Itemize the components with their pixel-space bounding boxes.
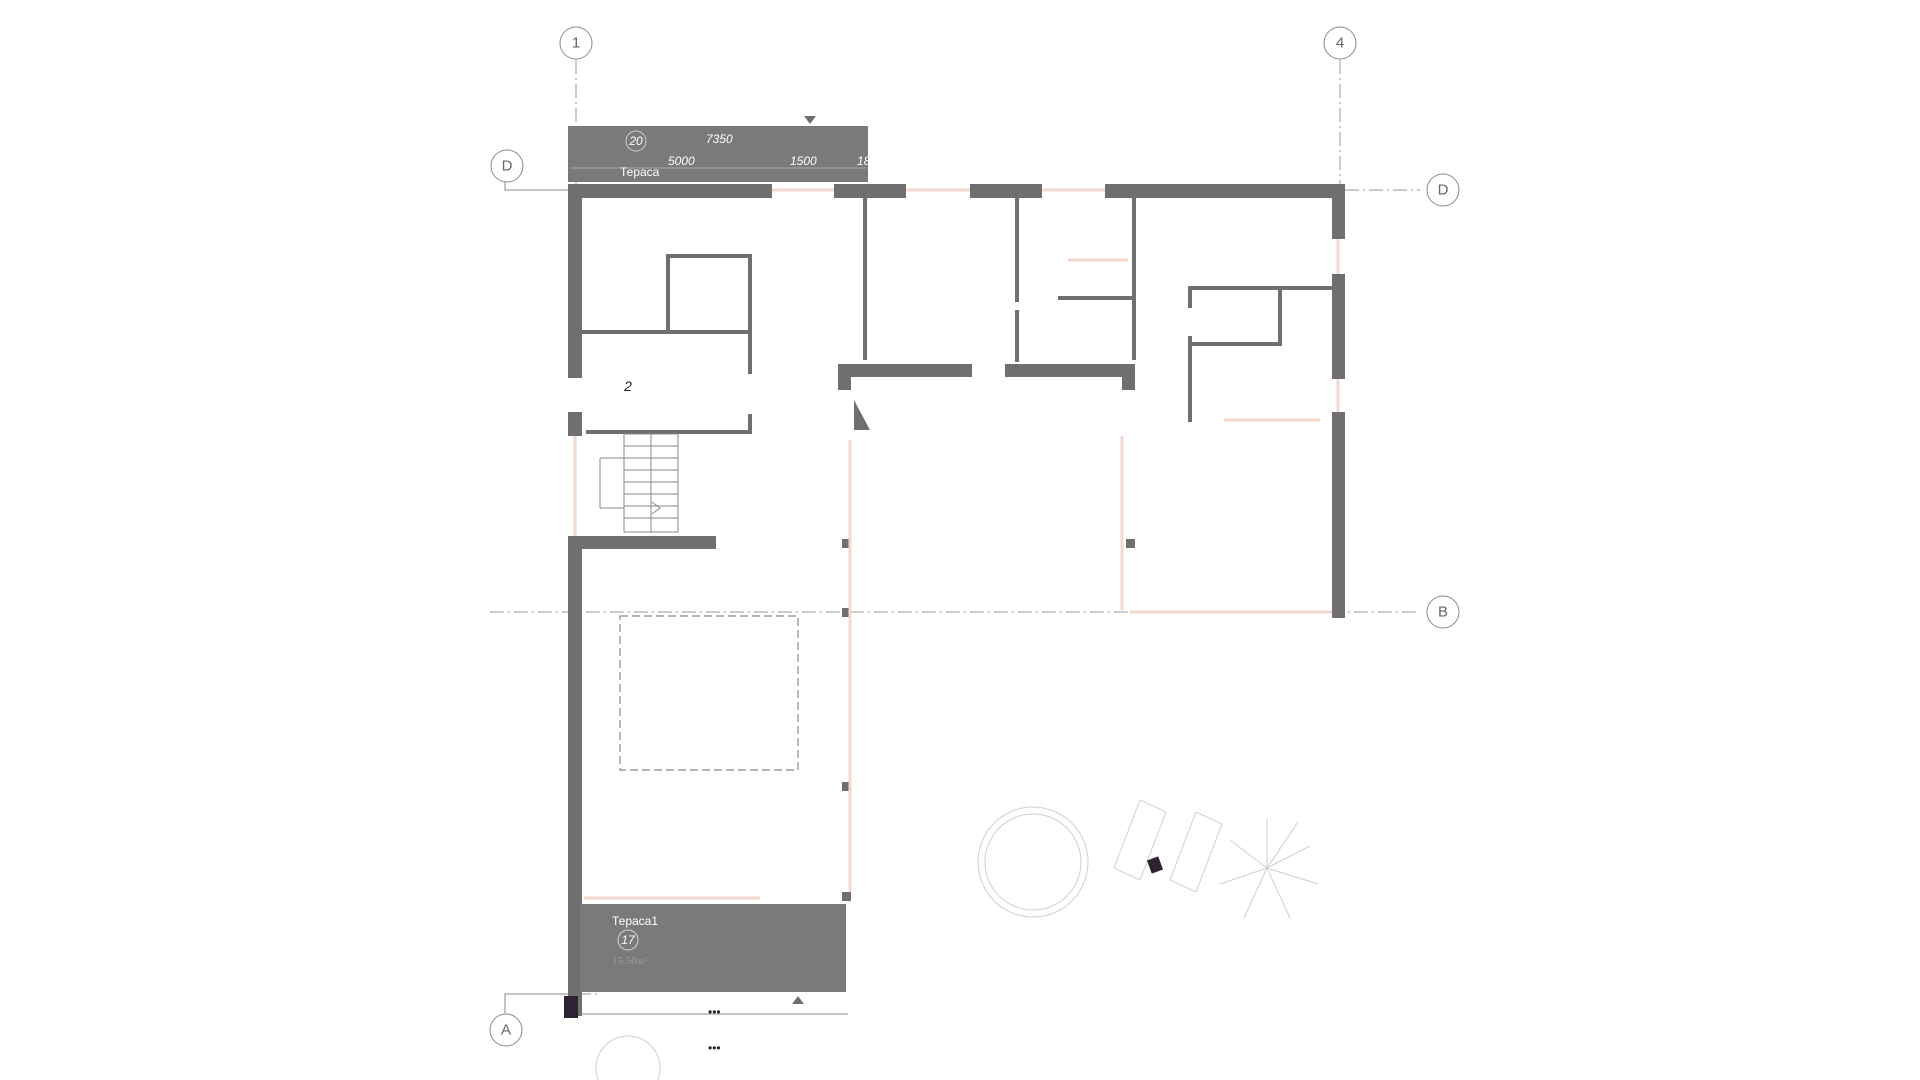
bottom-terrace-fill [580,904,846,992]
partition-room-2-bottom [586,430,752,434]
wall-top-right [1105,184,1345,198]
dimension-18: 18 [857,154,871,168]
column-3 [842,782,851,791]
tree-inner-icon [984,813,1082,911]
wall-right-1 [1332,184,1345,239]
partition-wc-right [748,254,752,374]
dimension-total: 7350 [706,132,733,146]
grid-bubble-col-4 [1323,26,1357,60]
column-2 [842,608,851,617]
entry-wedge [854,400,870,430]
corner-mark [564,996,578,1018]
partition-right-shelf [1192,342,1282,346]
object-marker [1146,856,1164,874]
column-1 [842,539,851,548]
room-20-number: 20 [628,134,643,148]
partition-right-top [1188,286,1332,290]
room-17-bubble [617,929,639,951]
wall-core-stub-right [1122,364,1135,390]
tree-circle-icon [977,806,1089,918]
partition-room-2-stub [748,414,752,434]
level-marker-icon [804,116,816,124]
room-2-number: 2 [623,378,632,394]
interior-partitions [582,198,1332,434]
grid-bubble-row-d-left [490,149,524,183]
wall-right-2 [1332,274,1345,379]
wall-stair-bottom [568,536,716,549]
grid-bubble-col-1 [559,26,593,60]
room-20-bubble [625,130,647,152]
partition-mid-shelf [1058,296,1136,300]
wall-core-left [838,364,972,377]
grid-bubble-row-d-right [1426,173,1460,207]
partition-wc-left [666,254,670,330]
wall-core-right [1005,364,1135,377]
partition-right-mid [1278,286,1282,346]
tree-bottom-icon [595,1035,661,1080]
wall-top-mid-1 [834,184,906,198]
partition-wc-top [666,254,752,258]
partition-mid-left [863,198,867,360]
grid-leader-d-left [504,180,570,191]
bottom-terrace-label: Тераса1 [612,914,658,928]
wall-left-2 [568,412,582,436]
top-terrace-fill [568,126,868,182]
windows [573,188,1340,900]
level-marker-bottom-icon [792,996,804,1004]
landscape: ••• ••• [595,799,1319,1080]
wall-left-1 [568,184,582,378]
wall-core-stub-left [838,364,851,390]
grid-bubble-row-a [489,1013,523,1047]
dashed-zone [619,615,799,771]
plant-dots-2-icon: ••• [708,1041,721,1055]
bottom-terrace: Тераса1 17 15.50м² [564,904,848,1018]
dimension-5000: 5000 [668,154,695,168]
dimension-1500: 1500 [790,154,817,168]
grid-bubble-row-b [1426,595,1460,629]
grid-axes: 1 4 D D B A [489,26,1460,1047]
partition-mid-b [1132,198,1136,360]
wall-left-3 [568,536,582,1016]
grid-label-row-d-right: D [1438,182,1449,199]
wall-top-left [568,184,772,198]
columns [842,400,1135,901]
palm-tree-icon [1219,818,1319,919]
exterior-walls [568,184,1345,1016]
grid-label-row-a: A [501,1022,511,1039]
top-terrace: 20 7350 5000 1500 18 Тераса [568,116,871,182]
top-terrace-label: Тераса [620,165,660,179]
stair-arrow-icon [651,501,661,515]
grid-leader-a [504,993,570,1020]
column-5 [1126,539,1135,548]
room-17-number: 17 [621,933,636,947]
staircase [599,433,679,533]
sunbeds-icon [1113,799,1223,893]
partition-mid-a [1015,198,1019,302]
wall-top-mid-2 [970,184,1042,198]
grid-label-col-1: 1 [572,35,580,52]
grid-label-row-d-left: D [502,158,513,175]
partition-room-2-top [582,330,752,334]
room-17-area: 15.50м² [612,955,648,967]
grid-label-col-4: 4 [1336,35,1344,52]
plant-dots-1-icon: ••• [708,1005,721,1019]
column-4 [842,892,851,901]
partition-right-top-stub [1188,286,1192,308]
wall-right-3 [1332,412,1345,618]
partition-mid-a2 [1015,310,1019,362]
partition-right-left [1188,336,1192,422]
grid-label-row-b: B [1438,604,1448,621]
